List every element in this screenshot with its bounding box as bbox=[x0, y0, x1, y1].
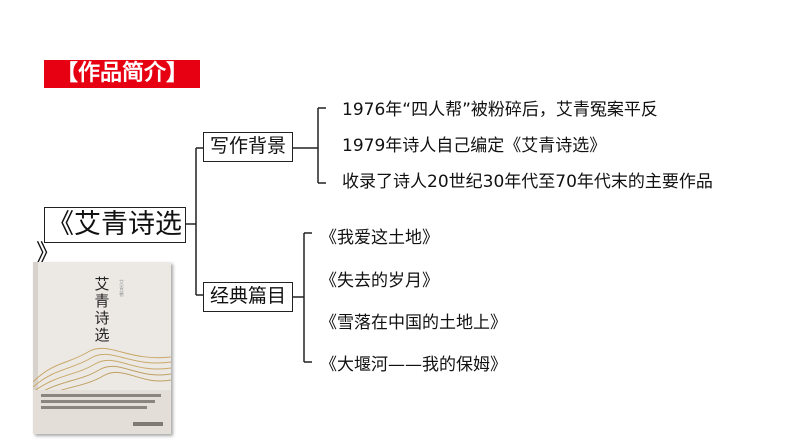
root-node: 《艾青诗选 bbox=[44, 207, 186, 243]
leaf-classic-3: 《雪落在中国的土地上》 bbox=[320, 313, 507, 333]
book-cover-title: 艾青诗选 bbox=[94, 275, 110, 344]
book-cover-author: 艾青 著 bbox=[119, 280, 125, 298]
section-title-tag: 【作品简介】 bbox=[44, 60, 201, 88]
branch-label: 写作背景 bbox=[210, 135, 287, 157]
branch-node-classics: 经典篇目 bbox=[203, 282, 294, 312]
branch-node-background: 写作背景 bbox=[203, 132, 294, 162]
branch-label: 经典篇目 bbox=[210, 285, 287, 307]
book-spine bbox=[33, 262, 38, 434]
connector-root-bracket bbox=[186, 147, 203, 296]
leaf-classic-1: 《我爱这土地》 bbox=[320, 228, 439, 248]
leaf-classic-4: 《大堰河——我的保姆》 bbox=[320, 355, 507, 375]
book-publisher-mark bbox=[133, 422, 163, 426]
leaf-background-2: 1979年诗人自己编定《艾青诗选》 bbox=[342, 136, 607, 156]
connector-branch2-bracket bbox=[290, 232, 312, 363]
book-cover-bottom bbox=[33, 390, 171, 434]
leaf-background-1: 1976年“四人帮”被粉碎后，艾青冤案平反 bbox=[342, 100, 658, 120]
book-cover-image: 艾青诗选 艾青 著 bbox=[33, 262, 171, 434]
leaf-classic-2: 《失去的岁月》 bbox=[320, 271, 439, 291]
book-cover-blurb bbox=[41, 394, 161, 412]
connector-branch1-bracket bbox=[290, 107, 326, 184]
leaf-background-3: 收录了诗人20世纪30年代至70年代末的主要作品 bbox=[342, 172, 713, 192]
root-label: 《艾青诗选 bbox=[47, 209, 182, 240]
